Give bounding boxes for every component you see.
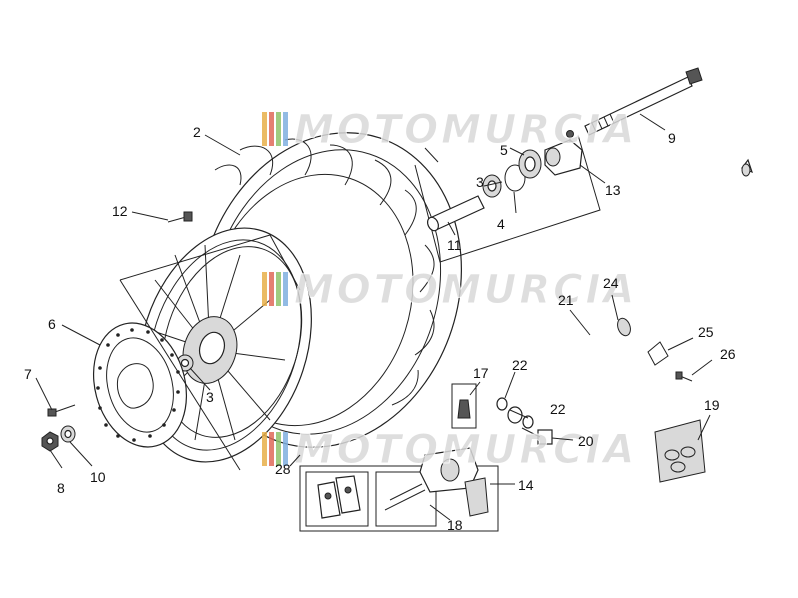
watermark-stripe [269, 272, 274, 306]
watermark-text: MOTOMURCIA [294, 107, 637, 153]
circlip [504, 164, 526, 192]
watermark-stripe [276, 272, 281, 306]
watermark-stripe [283, 112, 288, 146]
nut-and-washer [41, 425, 76, 452]
watermark-stamp: MOTOMURCIA [262, 427, 637, 474]
callout-19: 19 [704, 397, 720, 413]
caliper-frame [299, 465, 499, 532]
pad-pins [375, 471, 437, 527]
watermark-stamp: MOTOMURCIA [262, 267, 637, 314]
callout-22-upper: 22 [512, 357, 528, 373]
callout-20: 20 [578, 433, 594, 449]
callout-26: 26 [720, 346, 736, 362]
axle-parts-frame [414, 134, 601, 263]
pad-spring [464, 477, 489, 517]
clip-screw [675, 371, 693, 382]
watermark-stripe [283, 432, 288, 466]
watermark-stripe [269, 432, 274, 466]
wheel-assembly-frame [119, 234, 301, 471]
watermark-layer: MOTOMURCIA MOTOMURCIA MOTOMURCIA [262, 107, 637, 474]
watermark-stripe [262, 112, 267, 146]
callout-21: 21 [558, 292, 574, 308]
watermark-stripe [262, 432, 267, 466]
valve [167, 211, 193, 223]
callout-24: 24 [603, 275, 619, 291]
leader-lines [35, 113, 713, 521]
callout-12: 12 [112, 203, 128, 219]
callout-28: 28 [275, 461, 291, 477]
watermark-stripe [276, 112, 281, 146]
brake-hose [509, 158, 762, 411]
watermark-stamp: MOTOMURCIA [262, 107, 637, 154]
callout-7: 7 [24, 366, 32, 382]
axle-bearing [482, 174, 502, 198]
callout-6: 6 [48, 316, 56, 332]
callout-14: 14 [518, 477, 534, 493]
callout-8: 8 [57, 480, 65, 496]
hose-grommet [617, 317, 631, 337]
callout-3-axle: 3 [476, 174, 484, 190]
watermark-stripe [269, 112, 274, 146]
callout-11: 11 [447, 237, 462, 253]
watermark-text: MOTOMURCIA [294, 267, 637, 313]
callout-13: 13 [605, 182, 621, 198]
oil-seal [518, 149, 542, 179]
hose-clip [647, 341, 669, 366]
brake-pads [305, 471, 369, 527]
watermark-stripe [283, 272, 288, 306]
bleed-valve-frame [451, 383, 477, 429]
disc-screw [47, 404, 76, 417]
watermark-stripe [262, 272, 267, 306]
spacer-tube [426, 195, 485, 232]
callout-10: 10 [90, 469, 106, 485]
callout-2: 2 [193, 124, 201, 140]
banjo-parts [496, 397, 553, 445]
callout-4: 4 [497, 216, 505, 232]
callout-25: 25 [698, 324, 714, 340]
callout-18: 18 [447, 517, 463, 533]
watermark-stripe [276, 432, 281, 466]
watermark-text: MOTOMURCIA [294, 427, 637, 473]
callout-3-wheel: 3 [206, 389, 214, 405]
callout-5: 5 [500, 142, 508, 158]
callout-17: 17 [473, 365, 489, 381]
brake-disc [92, 322, 188, 448]
speedometer-drive [544, 130, 583, 176]
callout-labels: 2 3 3 4 5 6 7 8 9 10 11 12 13 14 17 18 1… [24, 124, 736, 533]
wheel-axle [584, 67, 703, 136]
callout-9: 9 [668, 130, 676, 146]
decal-kit [654, 419, 706, 483]
callout-22-lower: 22 [550, 401, 566, 417]
